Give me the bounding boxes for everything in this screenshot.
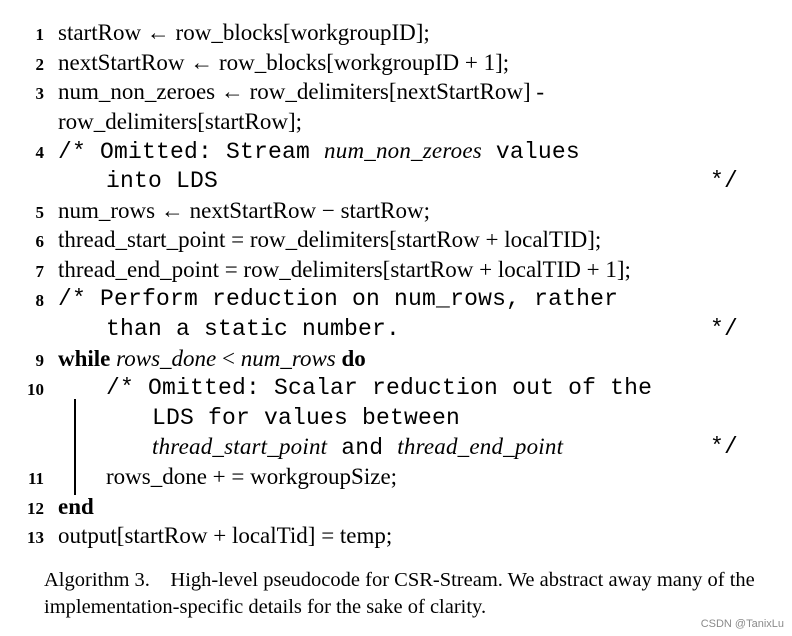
line-number: 6 bbox=[35, 232, 45, 252]
comment-close: */ bbox=[709, 434, 738, 461]
comment-continued: thread_start_point and thread_end_point bbox=[152, 434, 563, 461]
comment-close: */ bbox=[709, 167, 738, 194]
comment: /* Omitted: Scalar reduction out of the bbox=[106, 375, 653, 402]
code-text: rows_done + = workgroupSize; bbox=[106, 463, 398, 489]
keyword-while: while bbox=[58, 345, 111, 371]
algo-line-3: 3 num_non_zeroes ← row_delimiters[nextSt… bbox=[0, 79, 792, 109]
line-number: 1 bbox=[35, 25, 45, 44]
algo-line-5: 5 num_rows ← nextStartRow − startRow; bbox=[0, 198, 792, 228]
keyword-end: end bbox=[58, 493, 94, 519]
algo-line-10-continued-2: thread_start_point and thread_end_point … bbox=[0, 434, 792, 464]
comment-continued: than a static number. bbox=[106, 315, 401, 342]
line-number: 5 bbox=[35, 202, 45, 222]
algo-line-3-continued: row_delimiters[startRow]; bbox=[0, 109, 792, 139]
comment-emphasis: thread_start_point bbox=[152, 434, 328, 460]
comment-text: and bbox=[327, 435, 398, 462]
line-number: 4 bbox=[35, 143, 45, 163]
algo-line-10-continued: LDS for values between bbox=[0, 405, 792, 435]
line-number: 13 bbox=[27, 528, 44, 548]
comment-emphasis: num_non_zeroes bbox=[324, 138, 482, 164]
algo-line-9: 9 while rows_done < num_rows do bbox=[0, 346, 792, 376]
loop-body-bar bbox=[74, 399, 76, 495]
algo-line-7: 7 thread_end_point = row_delimiters[star… bbox=[0, 257, 792, 287]
line-number: 7 bbox=[35, 261, 45, 281]
algo-line-4-continued: into LDS */ bbox=[0, 168, 792, 198]
keyword-do: do bbox=[341, 345, 366, 371]
code-text: output[startRow + localTid] = temp; bbox=[58, 523, 393, 549]
line-number: 3 bbox=[35, 84, 45, 104]
algo-line-1: 1 startRow ← row_blocks[workgroupID]; bbox=[0, 20, 792, 50]
code-text: num_rows ← nextStartRow − startRow; bbox=[58, 197, 431, 223]
code-text: thread_start_point = row_delimiters[star… bbox=[58, 227, 602, 253]
variable: rows_done bbox=[116, 345, 217, 371]
algo-line-4: 4 /* Omitted: Stream num_non_zeroes valu… bbox=[0, 138, 792, 168]
comment: /* Omitted: Stream num_non_zeroes values bbox=[58, 138, 580, 165]
code-text: startRow ← row_blocks[workgroupID]; bbox=[58, 20, 430, 45]
line-number: 11 bbox=[27, 468, 44, 488]
operator: < bbox=[216, 345, 241, 371]
algorithm-caption: Algorithm 3. High-level pseudocode for C… bbox=[44, 567, 764, 621]
comment-text: values bbox=[481, 139, 580, 166]
comment-continued: LDS for values between bbox=[152, 404, 461, 431]
watermark: CSDN @TanixLu bbox=[700, 618, 784, 630]
line-number: 8 bbox=[35, 291, 45, 311]
algo-line-13: 13 output[startRow + localTid] = temp; bbox=[0, 523, 792, 553]
algo-line-8: 8 /* Perform reduction on num_rows, rath… bbox=[0, 286, 792, 316]
line-number: 2 bbox=[35, 54, 45, 74]
comment-continued: into LDS bbox=[106, 167, 219, 194]
while-statement: while rows_done < num_rows do bbox=[58, 346, 366, 372]
line-number: 10 bbox=[27, 380, 44, 400]
algo-line-2: 2 nextStartRow ← row_blocks[workgroupID … bbox=[0, 50, 792, 80]
line-number: 12 bbox=[27, 498, 44, 518]
caption-label: Algorithm 3. bbox=[44, 569, 150, 591]
algo-line-10: 10 /* Omitted: Scalar reduction out of t… bbox=[0, 375, 792, 405]
algo-line-12: 12 end bbox=[0, 494, 792, 524]
variable: num_rows bbox=[240, 345, 336, 371]
caption-text: High-level pseudocode for CSR-Stream. We… bbox=[44, 569, 755, 618]
comment: /* Perform reduction on num_rows, rather bbox=[58, 286, 619, 313]
code-text-continued: row_delimiters[startRow]; bbox=[58, 108, 303, 134]
comment-close: */ bbox=[709, 315, 738, 342]
algo-line-11: 11 rows_done + = workgroupSize; bbox=[0, 464, 792, 494]
code-text: nextStartRow ← row_blocks[workgroupID + … bbox=[58, 49, 510, 75]
algo-line-8-continued: than a static number. */ bbox=[0, 316, 792, 346]
code-text: thread_end_point = row_delimiters[startR… bbox=[58, 256, 631, 282]
code-text: num_non_zeroes ← row_delimiters[nextStar… bbox=[58, 79, 545, 105]
line-number: 9 bbox=[35, 350, 45, 370]
comment-text: /* Omitted: Stream bbox=[58, 139, 325, 166]
comment-emphasis: thread_end_point bbox=[397, 434, 564, 460]
algorithm-block: 1 startRow ← row_blocks[workgroupID]; 2 … bbox=[0, 20, 792, 553]
algo-line-6: 6 thread_start_point = row_delimiters[st… bbox=[0, 227, 792, 257]
